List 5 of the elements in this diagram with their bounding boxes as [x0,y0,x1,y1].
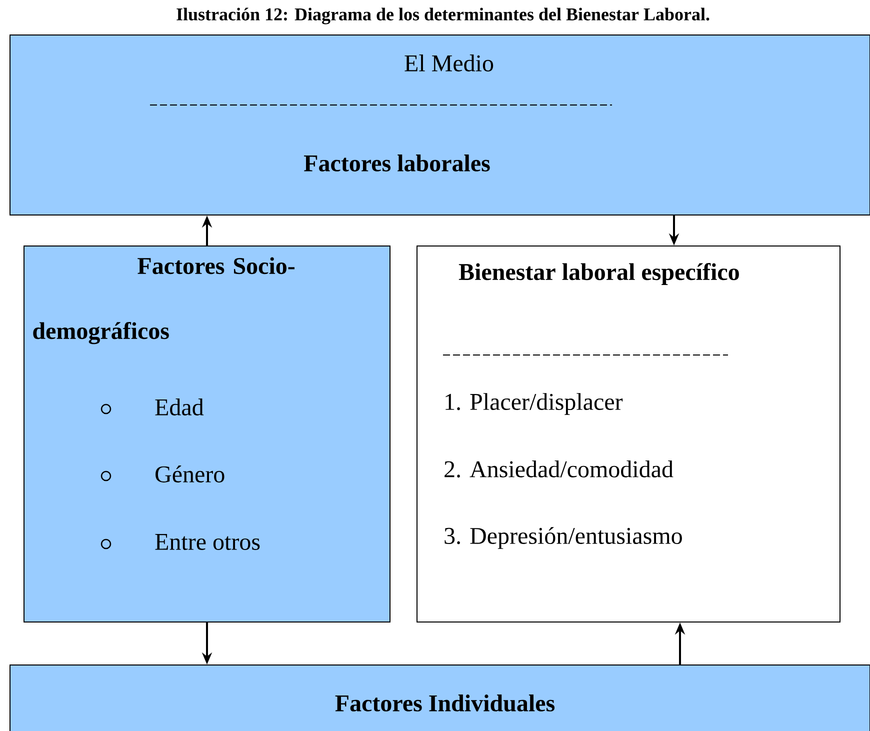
factor-box: Factores Socio-demográficos Edad Género Entre otros [24,246,390,622]
factor-box: Factores Individuales [10,664,870,731]
title: Ilustración 12: Diagrama de los determinantes del Bienestar Laboral. [176,8,710,24]
factor-box: El Medio Factores laborales [10,34,870,216]
factor-box: Bienestar laboral específico 1. Placer/displacer 2. Ansiedad/comodidad 3. Depresión/entusiasmo [416,246,840,622]
